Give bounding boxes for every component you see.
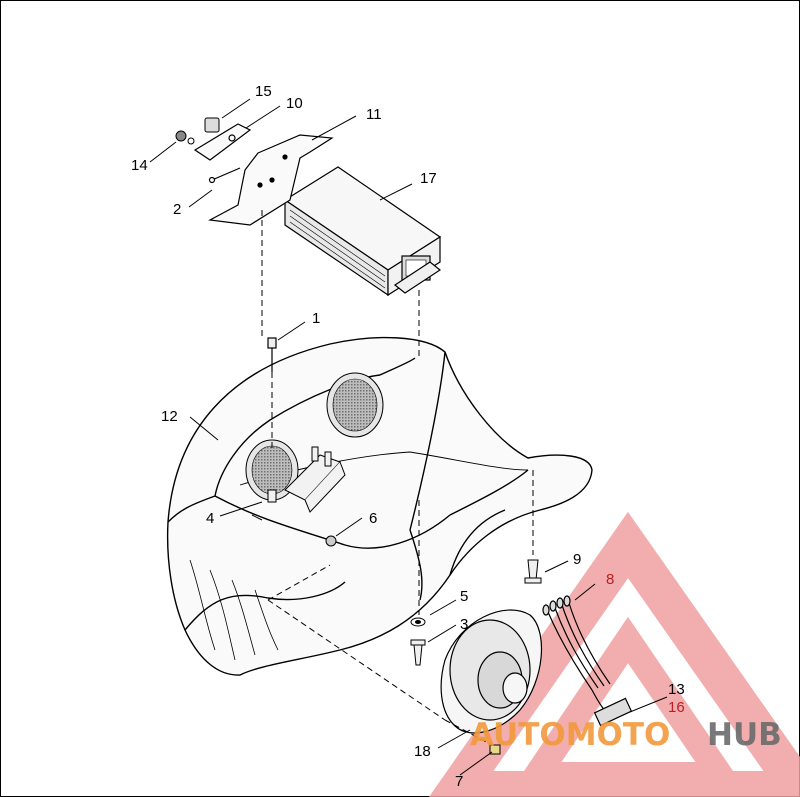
alignment-lines [261, 210, 534, 746]
amp-bracket [208, 134, 334, 226]
watermark-text-part1: AUTOMOTO [470, 717, 670, 753]
callout-10: 10 [286, 95, 303, 112]
screw-2 [208, 167, 241, 184]
standoff-4 [251, 489, 277, 521]
callout-4: 4 [206, 510, 214, 527]
callout-6: 6 [369, 510, 377, 527]
adapter-plate [193, 123, 252, 161]
callout-8: 8 [606, 571, 614, 588]
fairing-body [166, 336, 593, 676]
callout-12: 12 [161, 408, 178, 425]
callout-14: 14 [131, 157, 148, 174]
amplifier [283, 166, 442, 297]
callout-11: 11 [366, 106, 382, 123]
screw-3 [410, 639, 426, 666]
watermark-text: AUTOMOTO HUB [470, 717, 782, 753]
callout-5: 5 [460, 588, 468, 605]
leader-lines [149, 98, 668, 776]
speaker-grille-right [326, 372, 384, 438]
callout-2: 2 [173, 201, 181, 218]
callout-1: 1 [312, 310, 320, 327]
speaker [440, 609, 543, 734]
wiring-harness [542, 595, 633, 727]
watermark-text-part2: HUB [707, 717, 782, 753]
callout-17: 17 [420, 170, 437, 187]
screw-9 [524, 559, 542, 584]
grommet-6 [325, 535, 337, 547]
callout-9: 9 [573, 551, 581, 568]
callout-18: 18 [414, 743, 431, 760]
callout-labels: 1 2 3 4 5 6 7 8 9 10 11 12 13 14 15 16 1… [131, 83, 685, 790]
nut-washer [175, 130, 195, 145]
washer-5 [410, 617, 426, 627]
watermark-logo [428, 511, 800, 797]
screw-1 [267, 337, 277, 372]
callout-15: 15 [255, 83, 272, 100]
callout-13: 13 [668, 681, 685, 698]
callout-3: 3 [460, 616, 468, 633]
nut-7 [489, 744, 501, 755]
callout-7: 7 [455, 773, 463, 790]
inner-bracket [284, 446, 346, 513]
callout-16: 16 [668, 699, 685, 716]
clip-nut [204, 117, 220, 133]
